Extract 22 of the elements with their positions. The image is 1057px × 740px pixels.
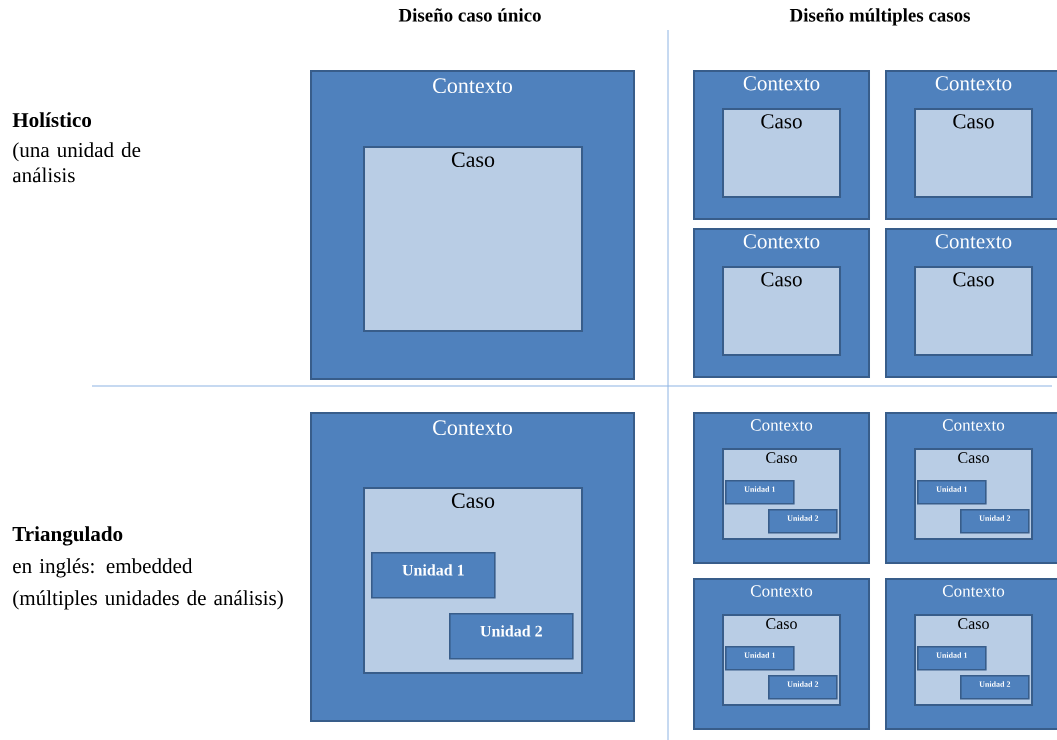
unit-box: Unidad 1	[917, 646, 987, 671]
unit-box: Unidad 2	[768, 509, 838, 534]
row-description: en inglés: embedded	[13, 558, 193, 578]
unit-box: Unidad 1	[371, 552, 496, 599]
unit-box: Unidad 1	[917, 480, 987, 505]
row-description: (múltiples unidades de análisis)	[13, 590, 283, 610]
case-box: Caso	[722, 108, 841, 198]
column-heading: Diseño caso único	[398, 8, 541, 22]
case-box: Caso	[914, 266, 1033, 356]
unit-box: Unidad 1	[725, 480, 795, 505]
unit-box: Unidad 2	[768, 675, 838, 700]
unit-box: Unidad 2	[960, 675, 1030, 700]
row-description: (una unidad de análisis	[13, 142, 141, 183]
case-box: Caso	[363, 146, 583, 332]
column-heading: Diseño múltiples casos	[789, 8, 970, 26]
row-heading: Holístico	[12, 112, 92, 128]
unit-box: Unidad 2	[449, 613, 574, 660]
case-box: Caso	[722, 266, 841, 356]
unit-box: Unidad 1	[725, 646, 795, 671]
row-heading: Triangulado	[12, 526, 123, 546]
unit-box: Unidad 2	[960, 509, 1030, 534]
case-box: Caso	[914, 108, 1033, 198]
